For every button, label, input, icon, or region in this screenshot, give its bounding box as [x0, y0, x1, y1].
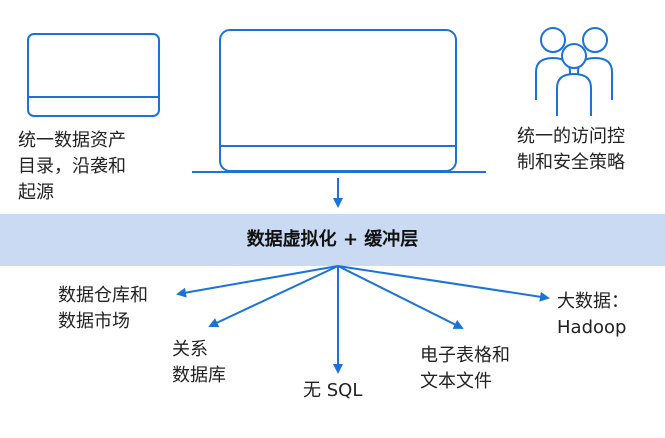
arrow-to-relational — [208, 265, 339, 328]
band-title: 数据虚拟化 + 缓冲层 — [246, 229, 419, 250]
catalog-monitor-icon — [27, 33, 160, 117]
relational-label: 关系 数据库 — [172, 339, 226, 386]
fanout-arrows — [176, 265, 550, 374]
spreadsheet-label: 电子表格和 文本文件 — [420, 345, 510, 392]
laptop-icon — [192, 29, 486, 173]
arrow-to-bigdata — [337, 265, 550, 302]
bigdata-label: 大数据： Hadoop — [557, 291, 629, 338]
warehouse-label: 数据仓库和 数据市场 — [58, 285, 148, 332]
nosql-label: 无 SQL — [303, 380, 363, 401]
catalog-label: 统一数据资产 目录，沿袭和 起源 — [18, 130, 126, 203]
arrow-to-warehouse — [176, 265, 339, 298]
users-group-icon — [535, 27, 613, 116]
virtualization-band — [0, 214, 665, 266]
access-control-label: 统一的访问控 制和安全策略 — [517, 126, 625, 173]
arrow-to-spreadsheet — [337, 265, 464, 329]
